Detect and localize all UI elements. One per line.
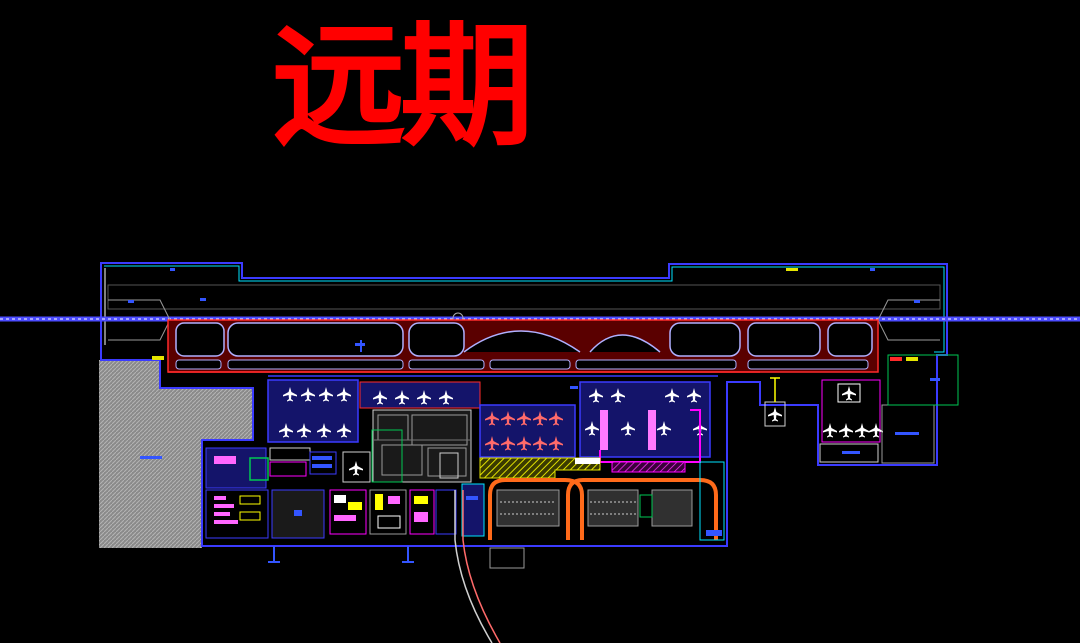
west-apron <box>267 379 481 443</box>
access-road <box>268 490 525 643</box>
drawing-title: 远期 <box>272 9 534 165</box>
east-apron <box>479 381 711 463</box>
grey-zone <box>99 360 253 548</box>
airfield-boundary <box>100 262 948 547</box>
apron-markers <box>128 298 920 389</box>
taxiway-system <box>167 319 879 377</box>
forecourt-hatch <box>479 457 686 479</box>
terminal-building <box>371 409 472 483</box>
landside-parking <box>488 478 718 540</box>
east-service-zone <box>152 354 959 464</box>
support-facilities <box>205 447 725 541</box>
